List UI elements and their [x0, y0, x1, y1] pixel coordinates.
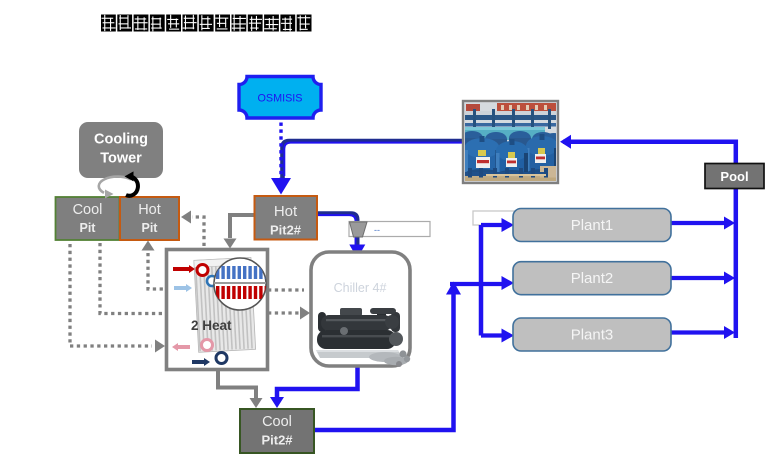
svg-text:Cooling: Cooling — [94, 132, 148, 148]
svg-text:Hot: Hot — [274, 203, 298, 220]
svg-text:Pit2#: Pit2# — [270, 223, 302, 238]
svg-text:Pit: Pit — [80, 221, 97, 235]
svg-text:OSMISIS: OSMISIS — [258, 93, 303, 105]
svg-text:--: -- — [374, 225, 380, 235]
svg-text:Plant1: Plant1 — [571, 217, 614, 234]
svg-text:Hot: Hot — [138, 202, 161, 218]
svg-text:Cool: Cool — [73, 202, 103, 218]
svg-text:Plant2: Plant2 — [571, 270, 614, 287]
svg-text:Cool: Cool — [262, 414, 292, 430]
svg-text:Tower: Tower — [100, 151, 142, 167]
svg-text:Plant3: Plant3 — [571, 327, 614, 344]
svg-text:2 Heat: 2 Heat — [191, 318, 232, 333]
svg-text:Pit: Pit — [142, 221, 159, 235]
svg-text:Pit2#: Pit2# — [261, 433, 293, 448]
svg-text:Chiller 4#: Chiller 4# — [334, 281, 387, 295]
svg-text:Pool: Pool — [720, 169, 748, 184]
